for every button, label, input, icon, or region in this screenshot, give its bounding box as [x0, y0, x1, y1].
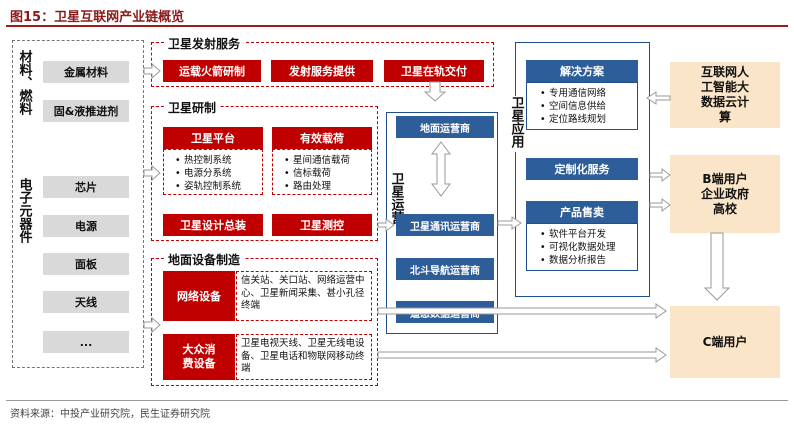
electronics-item: 天线 — [43, 291, 129, 313]
arrow-network-c-users — [377, 303, 667, 319]
arrow-research-operations — [377, 218, 395, 232]
assembly-box: 卫星设计总装 — [163, 214, 263, 236]
electronics-item: 电源 — [43, 215, 129, 237]
left-panel — [12, 40, 144, 368]
arrow-electronics-ground — [143, 316, 161, 334]
arrow-materials-research — [143, 164, 161, 182]
platform-list-item: 电源分系统 — [174, 167, 260, 180]
applications-label-text: 卫星应用 — [508, 96, 524, 148]
operator-box: 地面运营商 — [396, 116, 494, 138]
payload-list-box: 星间通信载荷 信标载荷 路由处理 — [272, 149, 372, 195]
launch-item: 卫星在轨交付 — [384, 60, 484, 82]
arrow-double-operations — [431, 141, 451, 197]
platform-list-item: 热控制系统 — [174, 154, 260, 167]
launch-item: 发射服务提供 — [271, 60, 373, 82]
solutions-list-item: 空间信息供给 — [539, 100, 635, 113]
material-item: 金属材料 — [43, 61, 129, 83]
electronics-label: 电子元器件 — [16, 178, 32, 247]
electronics-label-text: 电子元器件 — [16, 178, 32, 243]
launch-title: 卫星发射服务 — [164, 35, 245, 52]
arrow-applications-b-users-2 — [649, 198, 671, 212]
products-label: 产品售卖 — [526, 201, 638, 223]
title-rule — [6, 25, 788, 27]
solutions-list-item: 定位路线规划 — [539, 113, 635, 126]
platform-label: 卫星平台 — [163, 127, 263, 149]
products-list: 软件平台开发 可视化数据处理 数据分析报告 — [527, 224, 637, 267]
arrow-launch-operations — [423, 81, 447, 102]
launch-item: 运载火箭研制 — [163, 60, 261, 82]
source-note: 资料来源：中投产业研究院，民生证券研究院 — [10, 409, 210, 420]
arrow-consumer-c-users — [377, 347, 667, 363]
applications-label: 卫星应用 — [508, 96, 524, 152]
products-list-item: 可视化数据处理 — [539, 241, 635, 254]
arrow-b-users-c-users — [703, 232, 731, 301]
consumer-desc: 卫星电视天线、卫星无线电设备、卫星电话和物联网移动终端 — [236, 334, 372, 380]
solutions-list: 专用通信网络 空间信息供给 定位路线规划 — [527, 83, 637, 126]
ground-title: 地面设备制造 — [164, 251, 245, 268]
consumer-label-text: 大众消费设备 — [182, 343, 216, 370]
payload-list-item: 路由处理 — [283, 180, 369, 193]
platform-list-box: 热控制系统 电源分系统 姿轨控制系统 — [163, 149, 263, 195]
electronics-item: ... — [43, 331, 129, 353]
operations-label: 卫星运营 — [388, 172, 404, 228]
operator-box: 北斗导航运营商 — [396, 258, 494, 280]
payload-list-item: 星间通信载荷 — [283, 154, 369, 167]
products-list-box: 软件平台开发 可视化数据处理 数据分析报告 — [526, 223, 638, 271]
materials-label-text: 材料、燃料 — [16, 50, 32, 115]
arrow-materials-launch — [143, 62, 161, 80]
solutions-list-box: 专用通信网络 空间信息供给 定位路线规划 — [526, 82, 638, 130]
payload-label: 有效载荷 — [272, 127, 372, 149]
network-desc: 信关站、关口站、网络运营中心、卫星新闻采集、甚小孔径终端 — [236, 271, 372, 321]
electronics-item: 面板 — [43, 253, 129, 275]
network-label: 网络设备 — [163, 271, 235, 321]
payload-list: 星间通信载荷 信标载荷 路由处理 — [273, 150, 371, 193]
footer-rule — [6, 400, 788, 401]
arrow-applications-b-users — [649, 168, 671, 182]
arrow-operations-applications — [497, 216, 522, 230]
figure-title: 图15：卫星互联网产业链概览 — [10, 10, 185, 25]
research-title: 卫星研制 — [164, 99, 221, 116]
payload-list-item: 信标载荷 — [283, 167, 369, 180]
c-users-box: C端用户 — [670, 306, 780, 378]
platform-list: 热控制系统 电源分系统 姿轨控制系统 — [164, 150, 262, 193]
platform-list-item: 姿轨控制系统 — [174, 180, 260, 193]
custom-service-box: 定制化服务 — [526, 158, 638, 180]
tt-box: 卫星测控 — [272, 214, 372, 236]
materials-label: 材料、燃料 — [16, 50, 32, 119]
applications-section — [515, 42, 650, 297]
material-item: 固&液推进剂 — [43, 100, 129, 122]
products-list-item: 软件平台开发 — [539, 228, 635, 241]
arrow-internet-applications — [646, 91, 671, 105]
operations-label-text: 卫星运营 — [388, 172, 404, 224]
internet-box: 互联网人工智能大数据云计算 — [670, 62, 780, 128]
solutions-list-item: 专用通信网络 — [539, 87, 635, 100]
products-list-item: 数据分析报告 — [539, 254, 635, 267]
internet-box-text: 互联网人工智能大数据云计算 — [700, 65, 749, 124]
b-users-box-text: B端用户企业政府高校 — [700, 171, 749, 216]
solutions-label: 解决方案 — [526, 60, 638, 82]
b-users-box: B端用户企业政府高校 — [670, 155, 780, 233]
consumer-label: 大众消费设备 — [163, 334, 235, 380]
electronics-item: 芯片 — [43, 176, 129, 198]
operator-box: 卫星通讯运营商 — [396, 214, 494, 236]
